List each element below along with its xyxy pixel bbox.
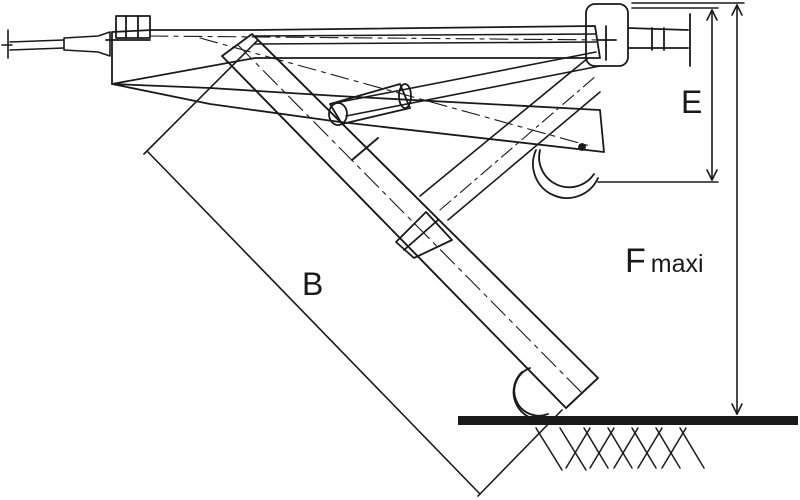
telescopic-collar xyxy=(395,211,453,259)
main-arm-housing xyxy=(105,15,601,85)
ground-line xyxy=(458,416,798,425)
hydraulic-cylinder xyxy=(328,83,412,126)
right-bearing-block xyxy=(585,3,691,67)
label-b: B xyxy=(302,266,324,302)
lower-arm xyxy=(111,37,605,153)
ground-hatching xyxy=(535,427,705,471)
label-f-main: F xyxy=(625,242,646,280)
dimension-f-maxi xyxy=(631,2,745,415)
ground xyxy=(458,416,798,471)
upper-rod xyxy=(149,33,607,45)
diagonal-struts xyxy=(329,51,601,221)
dimension-b xyxy=(143,39,563,497)
dimension-e xyxy=(597,7,719,183)
label-f-sub: maxi xyxy=(650,250,704,278)
foot-wheel xyxy=(512,367,549,421)
label-e: E xyxy=(681,84,703,120)
left-shaft xyxy=(1,29,111,59)
stabilizer-leg xyxy=(221,33,599,409)
upper-wheel xyxy=(532,149,599,199)
